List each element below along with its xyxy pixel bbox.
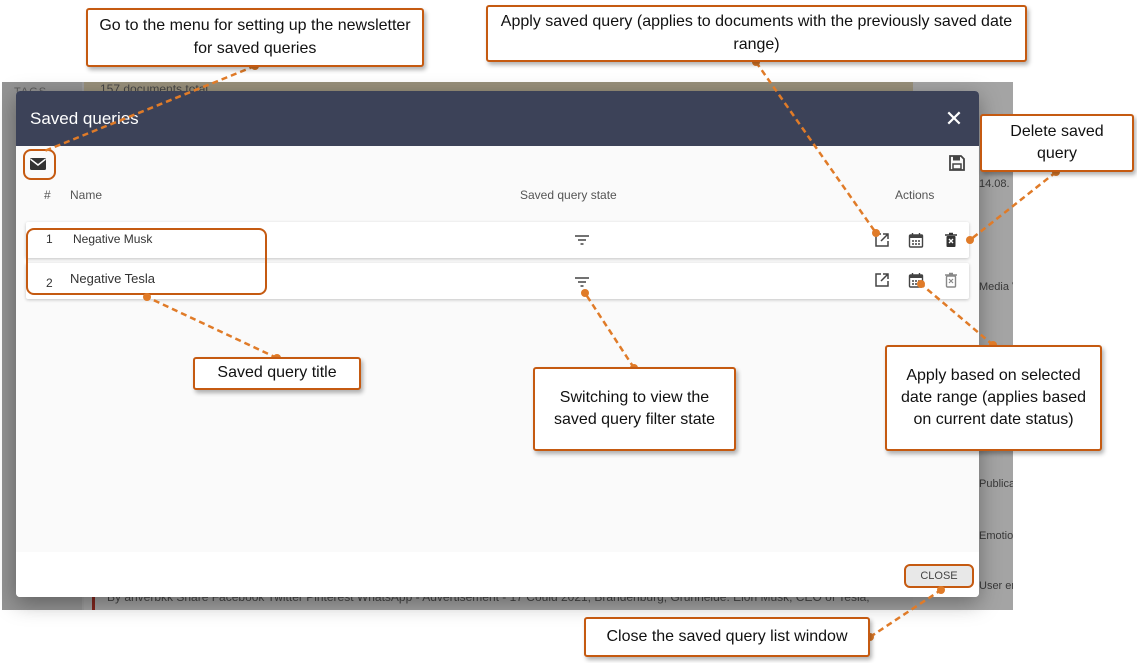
calendar-icon[interactable] — [908, 232, 924, 248]
name-highlight — [26, 228, 267, 295]
column-header-name[interactable]: Name — [70, 188, 103, 202]
bg-right-user: User en — [979, 580, 1013, 592]
saved-queries-modal: Saved queries ✕ # Name Saved query state… — [16, 91, 979, 597]
callout-apply-date: Apply based on selected date range (appl… — [885, 345, 1102, 451]
modal-body: # Name Saved query state Actions 1 Negat… — [16, 146, 979, 552]
column-header-state: Saved query state — [520, 188, 617, 202]
column-header-number: # — [44, 188, 51, 202]
envelope-icon[interactable] — [28, 154, 48, 174]
modal-header: Saved queries ✕ — [16, 91, 979, 146]
row-number: 2 — [46, 276, 53, 290]
filter-icon[interactable] — [574, 232, 590, 248]
callout-delete: Delete saved query — [980, 114, 1134, 172]
open-external-icon[interactable] — [874, 232, 890, 248]
column-header-actions: Actions — [895, 188, 935, 202]
floppy-disk-icon[interactable] — [948, 154, 966, 172]
bg-right-publication: Publica — [979, 478, 1013, 490]
open-external-icon[interactable] — [874, 272, 890, 288]
filter-icon[interactable] — [574, 274, 590, 290]
delete-icon[interactable] — [943, 272, 959, 288]
bg-article-marker — [92, 594, 95, 610]
bg-right-emotion: Emotio — [979, 530, 1013, 542]
callout-title: Saved query title — [193, 357, 361, 390]
row-name[interactable]: Negative Musk — [73, 232, 153, 246]
calendar-icon[interactable] — [908, 272, 924, 288]
modal-footer: CLOSE — [16, 552, 979, 597]
envelope-highlight — [23, 149, 56, 180]
callout-close-window: Close the saved query list window — [584, 617, 870, 657]
callout-apply-saved: Apply saved query (applies to documents … — [486, 5, 1027, 62]
close-icon[interactable]: ✕ — [944, 105, 964, 131]
callout-filter-state: Switching to view the saved query filter… — [533, 367, 736, 451]
close-button[interactable]: CLOSE — [904, 564, 974, 588]
delete-icon[interactable] — [943, 232, 959, 248]
row-name[interactable]: Negative Tesla — [70, 271, 156, 286]
row-number: 1 — [46, 232, 53, 246]
modal-title: Saved queries — [30, 108, 139, 128]
callout-newsletter: Go to the menu for setting up the newsle… — [86, 8, 424, 67]
